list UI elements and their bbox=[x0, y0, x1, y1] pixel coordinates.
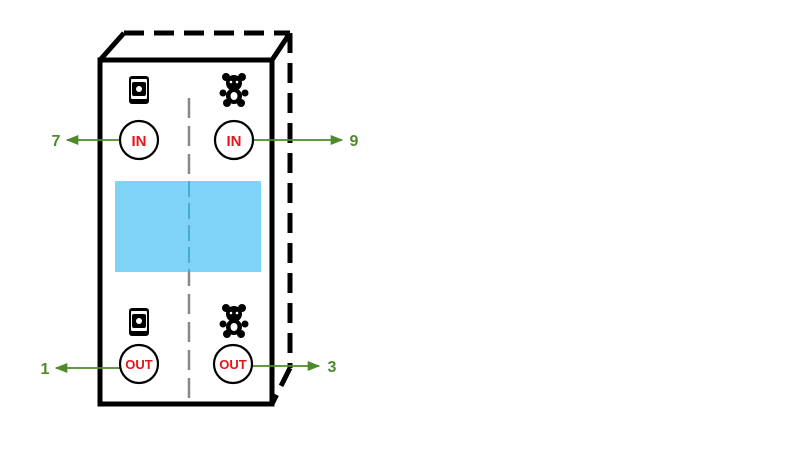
count-top-left: 7 bbox=[52, 133, 61, 150]
count-top-right: 9 bbox=[350, 133, 359, 150]
out-button-right-label: OUT bbox=[219, 357, 247, 372]
in-button-right-label: IN bbox=[227, 133, 242, 150]
in-button-left[interactable]: IN bbox=[118, 119, 160, 161]
box-front-face bbox=[97, 57, 275, 407]
box-top-right-edge bbox=[269, 31, 293, 62]
out-button-left-label: OUT bbox=[125, 357, 153, 372]
box-top-left-edge bbox=[98, 31, 126, 62]
box-back-edges bbox=[124, 30, 293, 406]
teddy-bear-icon bbox=[219, 73, 249, 107]
box-solid-edges bbox=[97, 31, 293, 407]
in-button-left-label: IN bbox=[132, 133, 147, 150]
count-bottom-left: 1 bbox=[41, 361, 50, 378]
teddy-bear-icon bbox=[219, 304, 249, 338]
out-button-left[interactable]: OUT bbox=[118, 343, 160, 385]
in-button-right[interactable]: IN bbox=[213, 119, 255, 161]
out-button-right[interactable]: OUT bbox=[212, 343, 254, 385]
can-icon bbox=[129, 308, 149, 336]
box-bottom-back-edge bbox=[269, 366, 293, 406]
can-icon bbox=[129, 76, 149, 104]
count-bottom-right: 3 bbox=[328, 359, 337, 376]
